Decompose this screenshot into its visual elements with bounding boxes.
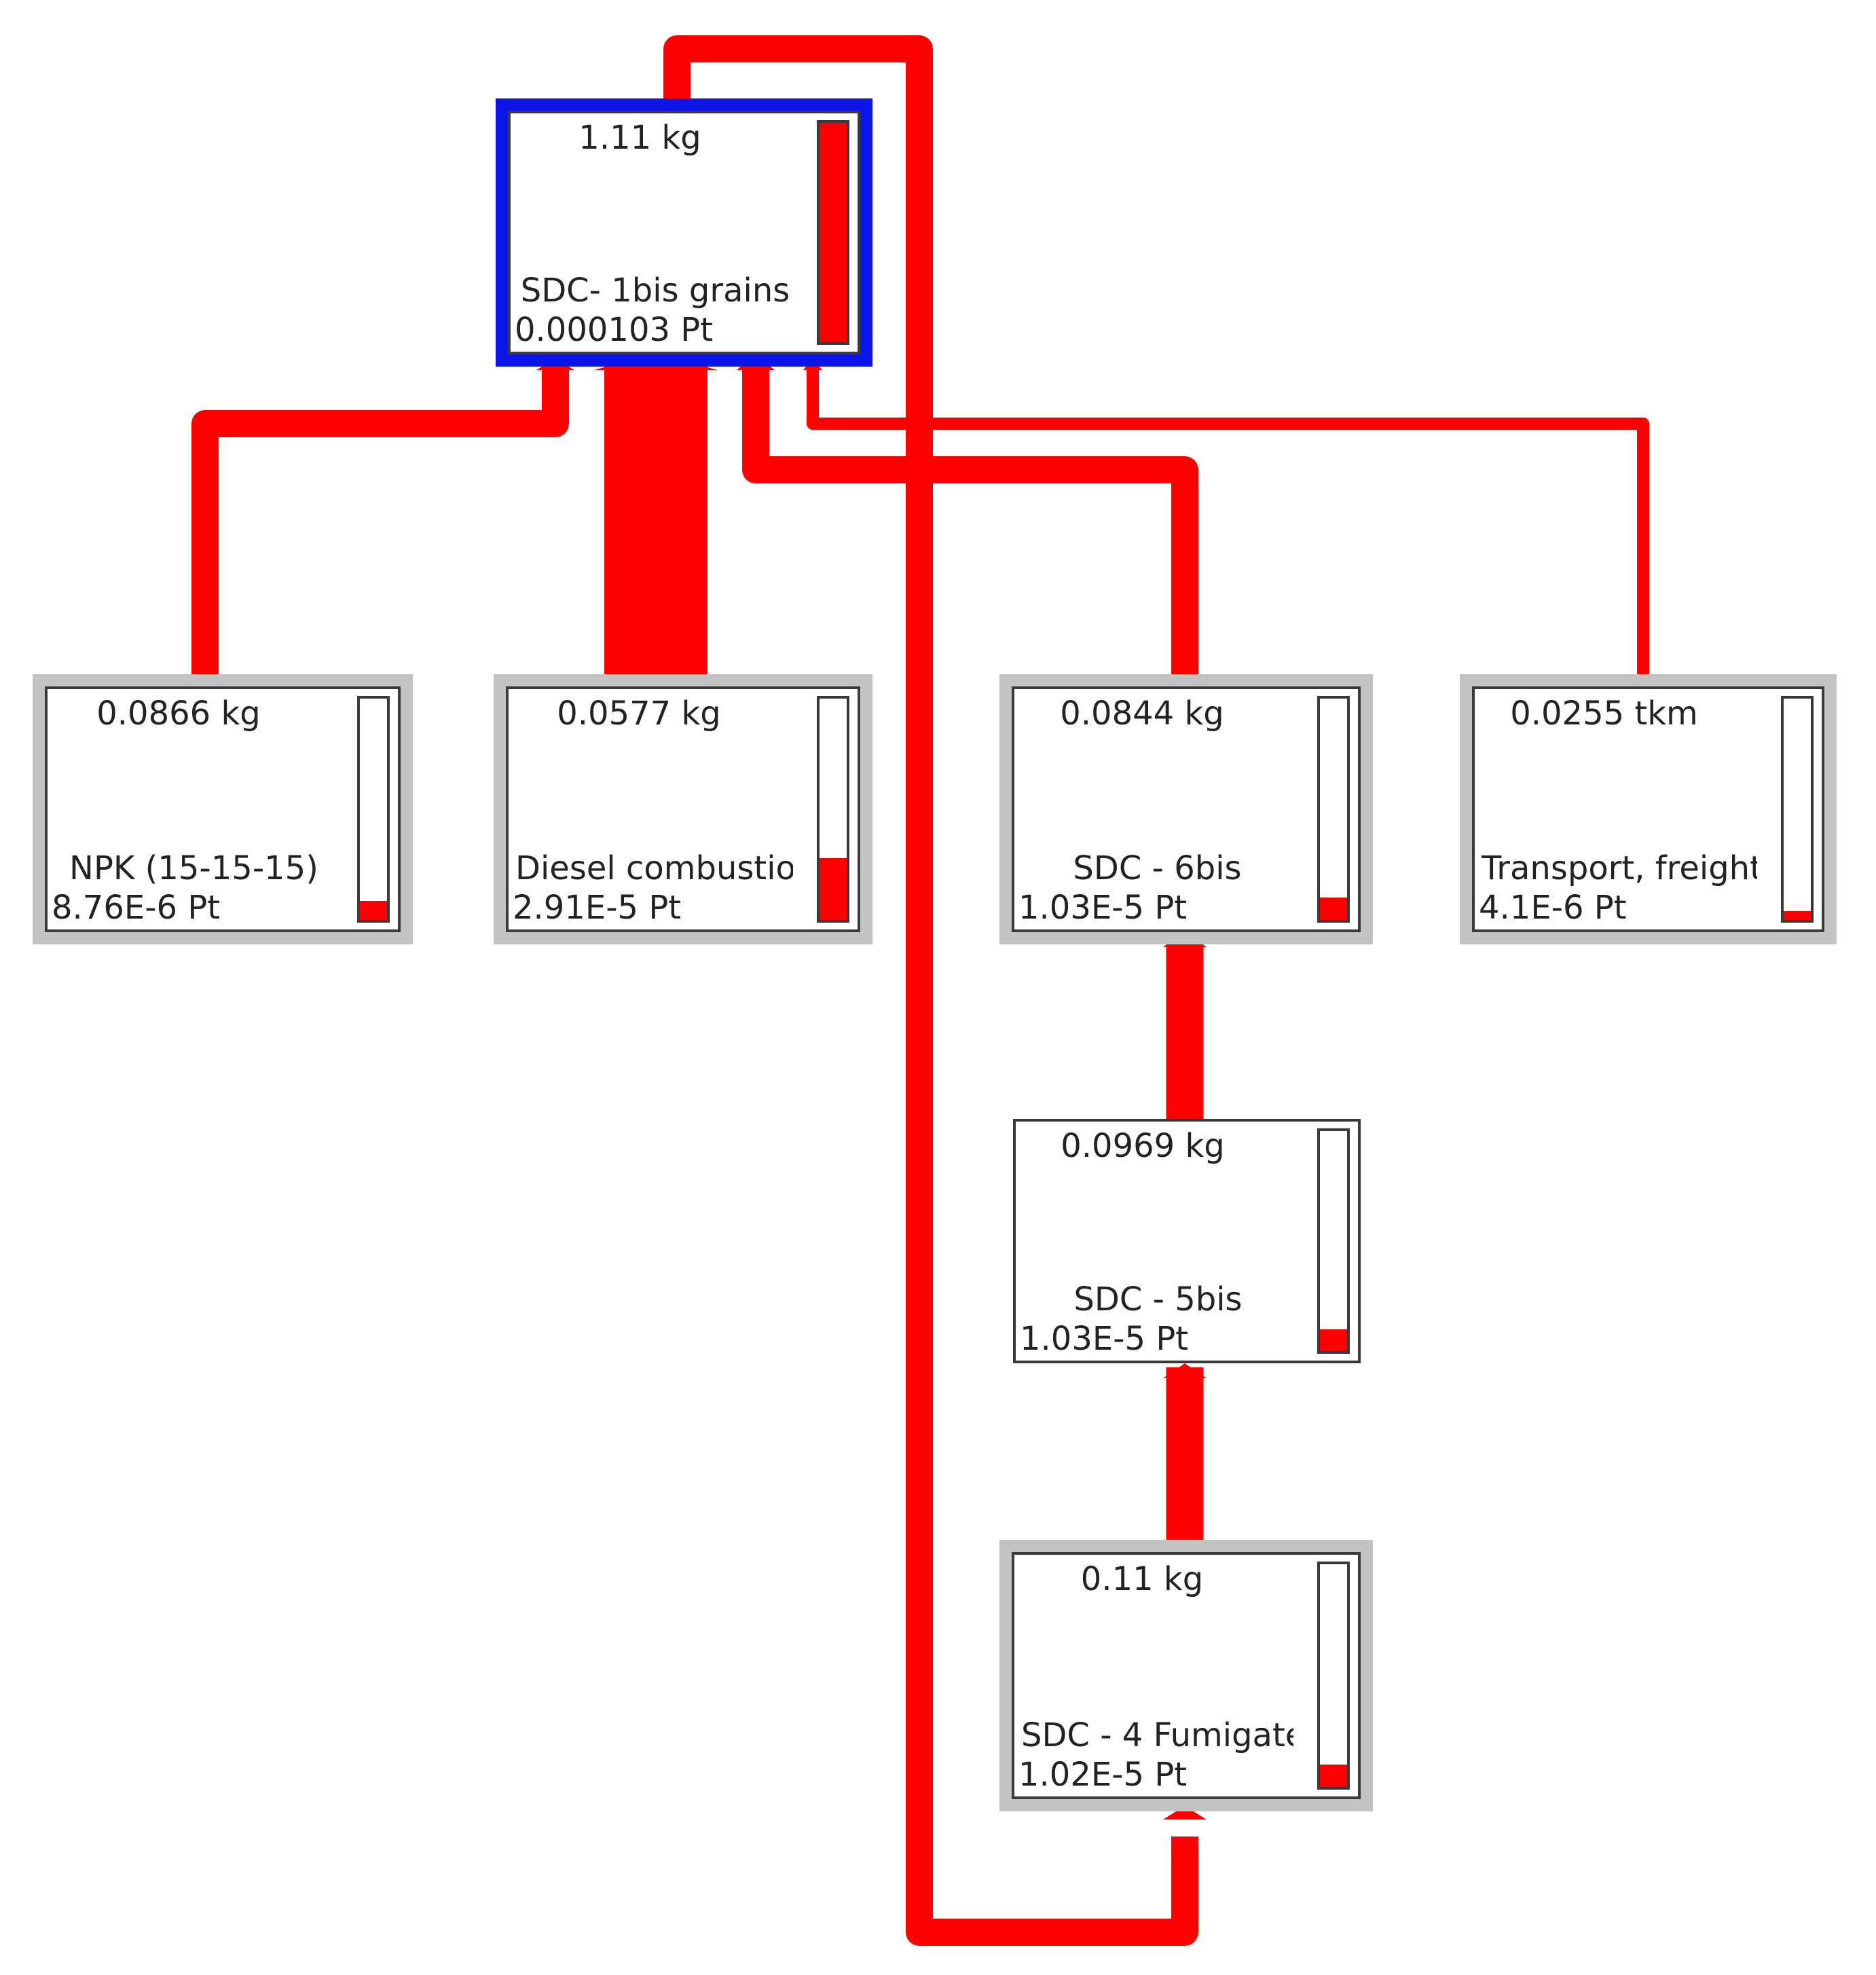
flow-transport-to-top: [807, 360, 1649, 687]
impact-indicator-bar: [1317, 1562, 1350, 1790]
node-score: 1.02E-5 Pt: [1018, 1756, 1188, 1794]
impact-indicator-bar: [1317, 696, 1350, 923]
node-name: SDC- 1bis grains: [520, 272, 790, 310]
node-score: 1.03E-5 Pt: [1020, 1320, 1189, 1358]
node-name: SDC - 6bis: [1073, 849, 1242, 887]
arrowhead-sdc4-to-sdc5: [1163, 1363, 1207, 1378]
node-box: 0.0969 kg SDC - 5bis 1.03E-5 Pt: [1013, 1119, 1361, 1363]
process-node-sdc-5bis[interactable]: 0.0969 kg SDC - 5bis 1.03E-5 Pt: [1013, 1119, 1361, 1363]
arrowhead-loop-to-sdc4: [1163, 1806, 1207, 1820]
node-box: 0.0866 kg NPK (15-15-15) 8.76E-6 Pt: [45, 686, 401, 932]
process-node-diesel-combustion[interactable]: 0.0577 kg Diesel combustion 2.91E-5 Pt: [494, 674, 872, 944]
node-box: 0.0255 tkm Transport, freight, 4.1E-6 Pt: [1472, 686, 1824, 932]
flow-diesel-to-top: [604, 360, 707, 687]
node-score: 2.91E-5 Pt: [513, 889, 682, 927]
impact-indicator-fill: [360, 901, 387, 920]
flow-sdc6-to-top: [742, 360, 1198, 687]
node-box: 0.0577 kg Diesel combustion 2.91E-5 Pt: [506, 686, 860, 932]
process-node-transport-freight[interactable]: 0.0255 tkm Transport, freight, 4.1E-6 Pt: [1460, 674, 1837, 944]
node-amount: 0.0969 kg: [1061, 1127, 1225, 1165]
node-amount: 0.0866 kg: [96, 695, 261, 733]
process-node-sdc-4-fumigated[interactable]: 0.11 kg SDC - 4 Fumigated 1.02E-5 Pt: [999, 1540, 1373, 1811]
node-score: 1.03E-5 Pt: [1018, 889, 1188, 927]
node-box: 0.0844 kg SDC - 6bis 1.03E-5 Pt: [1012, 686, 1361, 932]
impact-indicator-fill: [820, 857, 847, 920]
impact-indicator-bar: [1781, 696, 1814, 923]
node-amount: 0.0577 kg: [557, 695, 721, 733]
node-score: 0.000103 Pt: [515, 311, 714, 349]
process-node-sdc-1bis-grains[interactable]: 1.11 kg SDC- 1bis grains 0.000103 Pt: [496, 98, 872, 367]
impact-indicator-fill: [1784, 910, 1811, 920]
node-score: 8.76E-6 Pt: [52, 889, 221, 927]
process-node-sdc-6bis[interactable]: 0.0844 kg SDC - 6bis 1.03E-5 Pt: [999, 674, 1373, 944]
node-amount: 0.11 kg: [1080, 1560, 1204, 1598]
node-name: Diesel combustion: [515, 849, 793, 887]
node-name: Transport, freight,: [1482, 849, 1757, 887]
node-box: 0.11 kg SDC - 4 Fumigated 1.02E-5 Pt: [1012, 1552, 1361, 1799]
node-score: 4.1E-6 Pt: [1479, 889, 1627, 927]
impact-indicator-bar: [817, 120, 849, 345]
impact-indicator-fill: [820, 123, 847, 342]
node-amount: 0.0255 tkm: [1510, 695, 1698, 733]
impact-indicator-bar: [817, 696, 849, 923]
flow-npk-to-top: [191, 360, 569, 687]
node-box: 1.11 kg SDC- 1bis grains 0.000103 Pt: [508, 111, 860, 354]
process-node-npk[interactable]: 0.0866 kg NPK (15-15-15) 8.76E-6 Pt: [33, 674, 413, 944]
node-amount: 0.0844 kg: [1060, 695, 1224, 733]
node-name: SDC - 5bis: [1073, 1280, 1243, 1318]
impact-indicator-fill: [1320, 1765, 1347, 1787]
node-name: SDC - 4 Fumigated: [1021, 1716, 1293, 1754]
node-name: NPK (15-15-15): [69, 849, 318, 887]
impact-indicator-fill: [1320, 898, 1347, 920]
impact-indicator-fill: [1320, 1329, 1347, 1351]
flow-sdc4-to-top: [663, 35, 1198, 1946]
impact-indicator-bar: [1317, 1128, 1350, 1354]
impact-indicator-bar: [357, 696, 390, 923]
node-amount: 1.11 kg: [578, 119, 701, 157]
